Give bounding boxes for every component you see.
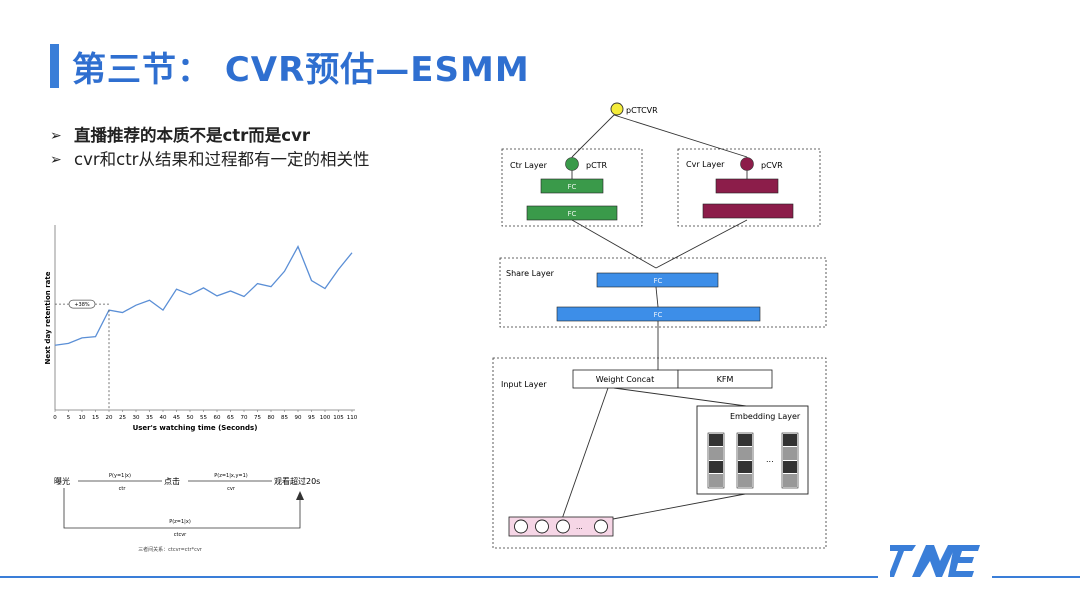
x-tick-label: 20: [106, 415, 113, 421]
x-tick-label: 0: [53, 415, 57, 421]
y-axis-label: Next day retention rate: [44, 271, 52, 364]
edge-label-ctr-formula: P(y=1|x): [109, 473, 131, 479]
edge-label-ctr: ctr: [119, 486, 127, 492]
node-exposure: 曝光: [54, 476, 70, 486]
cvr-fc-small: [715, 178, 779, 194]
x-tick-label: 110: [347, 415, 358, 421]
cvr-layer-box: [677, 148, 821, 227]
x-tick-label: 45: [173, 415, 180, 421]
annotation-pill: [68, 299, 96, 309]
x-tick-label: 10: [79, 415, 86, 421]
input-layer-label: Input Layer: [501, 380, 547, 389]
x-tick-labels: 0 5 10 15 20 25 30 35 40 45 50 55 60 65 70 75 80 85 90 95 10…: [53, 410, 358, 421]
fc-label: FC: [568, 210, 577, 218]
pctr-node: [565, 157, 579, 171]
embedding-column: [707, 432, 725, 489]
edge-exposure-watch: [63, 488, 301, 529]
relation-footnote: 三者间关系：ctcvr=ctr*cvr: [138, 546, 203, 553]
x-tick-label: 80: [268, 415, 275, 421]
x-tick-label: 50: [187, 415, 194, 421]
ctr-layer-box: [501, 148, 643, 227]
bullet-list: ➢ 直播推荐的本质不是ctr而是cvr ➢ cvr和ctr从结果和过程都有一定的…: [50, 124, 420, 172]
embedding-column: [736, 432, 754, 489]
kfm-box: [677, 369, 773, 389]
annotation-label: +38%: [74, 302, 90, 308]
x-tick-label: 55: [200, 415, 207, 421]
footer-line-left: [0, 576, 878, 578]
x-tick-label: 30: [133, 415, 140, 421]
node-click: 点击: [164, 476, 180, 486]
ellipsis-label: ...: [576, 523, 583, 531]
share-layer-label: Share Layer: [506, 269, 555, 278]
annotation-badge: +38%: [68, 299, 96, 309]
x-tick-label: 100: [320, 415, 331, 421]
weight-concat-label: Weight Concat: [596, 375, 654, 384]
series-line: [54, 245, 353, 346]
cvr-fc-large: [702, 203, 794, 219]
x-tick-label: 65: [227, 415, 234, 421]
footer-line-right: [992, 576, 1080, 578]
edge-label-cvr-formula: P(z=1|x,y=1): [214, 473, 248, 479]
x-tick-label: 95: [308, 415, 315, 421]
retention-chart: Next day retention rate User's watching …: [44, 225, 358, 432]
share-fc-large: [556, 306, 761, 322]
fc-label: FC: [654, 311, 663, 319]
x-tick-label: 60: [214, 415, 221, 421]
x-tick-label: 70: [241, 415, 248, 421]
bullet-item: ➢ cvr和ctr从结果和过程都有一定的相关性: [50, 148, 420, 172]
x-tick-label: 25: [119, 415, 126, 421]
bullet-item: ➢ 直播推荐的本质不是ctr而是cvr: [50, 124, 420, 148]
arrow-head-icon: [296, 491, 304, 500]
embedding-column: [781, 432, 799, 489]
kfm-label: KFM: [717, 375, 734, 384]
ctr-layer-label: Ctr Layer: [510, 161, 548, 170]
ctr-fc-small: [540, 178, 604, 194]
pcvr-node: [740, 157, 754, 171]
esmm-architecture-diagram: pCTCVR Ctr Layer pCTR FC FC Cvr Layer pC…: [492, 102, 827, 549]
bullet-text: cvr和ctr从结果和过程都有一定的相关性: [74, 150, 370, 169]
pctr-label: pCTR: [586, 161, 608, 170]
share-layer-box: [499, 257, 827, 328]
x-tick-label: 75: [254, 415, 261, 421]
x-tick-label: 5: [67, 415, 71, 421]
node-watch: 观看超过20s: [274, 476, 320, 486]
x-tick-label: 40: [160, 415, 167, 421]
ctr-fc-large: [526, 205, 618, 221]
input-feature-node: [514, 519, 528, 534]
input-feature-node: [535, 519, 549, 534]
ellipsis-label: ...: [766, 455, 774, 464]
x-tick-label: 90: [295, 415, 302, 421]
edge-label-cvr: cvr: [227, 486, 236, 492]
x-tick-label: 15: [92, 415, 99, 421]
page-title: 第三节： CVR预估—ESMM: [72, 50, 530, 90]
fc-label: FC: [654, 277, 663, 285]
arrow-bullet-icon: ➢: [50, 128, 62, 144]
fc-label: FC: [568, 183, 577, 191]
pctcvr-node: [610, 102, 624, 116]
input-feature-node: [556, 519, 570, 534]
input-layer-box: [492, 357, 827, 549]
cvr-layer-label: Cvr Layer: [686, 160, 725, 169]
edge-label-ctcvr-formula: P(z=1|x): [169, 519, 191, 525]
pcvr-label: pCVR: [761, 161, 783, 170]
arrow-bullet-icon: ➢: [50, 152, 62, 168]
share-fc-small: [596, 272, 719, 288]
title-accent-bar: [50, 44, 59, 88]
probability-flow-diagram: 曝光 P(y=1|x) ctr 点击 P(z=1|x,y=1) cvr 观看超过…: [54, 473, 320, 553]
x-axis-label: User's watching time (Seconds): [133, 424, 258, 432]
tme-logo-icon: [890, 545, 980, 577]
embedding-layer-label: Embedding Layer: [730, 412, 801, 421]
x-tick-label: 85: [281, 415, 288, 421]
input-feature-node: [594, 519, 608, 534]
x-tick-label: 35: [146, 415, 153, 421]
pctcvr-label: pCTCVR: [626, 106, 658, 115]
bullet-text: 直播推荐的本质不是ctr而是cvr: [74, 126, 310, 145]
x-tick-label: 105: [333, 415, 344, 421]
edge-label-ctcvr: ctcvr: [174, 532, 187, 538]
